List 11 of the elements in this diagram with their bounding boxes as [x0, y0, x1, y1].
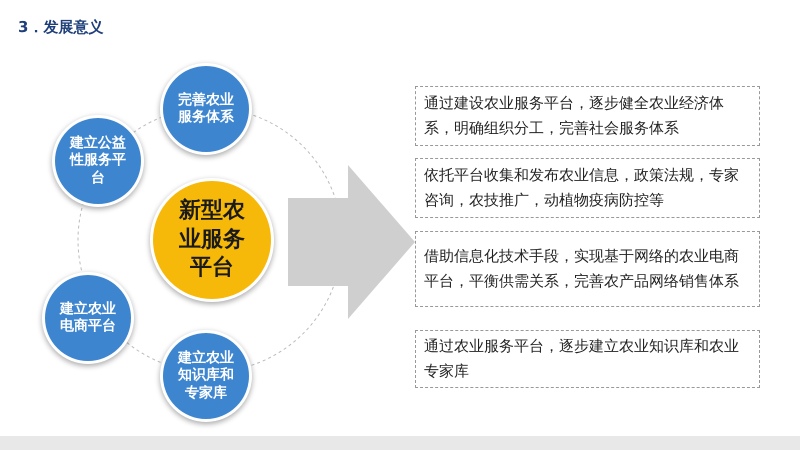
text-box: 通过农业服务平台，逐步建立农业知识库和农业专家库	[415, 330, 760, 388]
text-box: 通过建设农业服务平台，逐步健全农业经济体系，明确组织分工，完善社会服务体系	[415, 86, 760, 146]
text-box: 依托平台收集和发布农业信息，政策法规，专家咨询，农技推广，动植物疫病防控等	[415, 158, 760, 218]
circle-node: 新型农业服务平台	[150, 178, 274, 302]
title: 3．发展意义	[18, 18, 104, 37]
circle-node: 建立农业电商平台	[42, 272, 134, 364]
circle-node: 建立公益性服务平台	[52, 115, 144, 207]
text-box: 借助信息化技术手段，实现基于网络的农业电商平台，平衡供需关系，完善农产品网络销售体系	[415, 231, 760, 307]
circle-node: 建立农业知识库和专家库	[160, 330, 252, 422]
block-arrow	[288, 165, 415, 319]
circle-node: 完善农业服务体系	[160, 63, 252, 155]
